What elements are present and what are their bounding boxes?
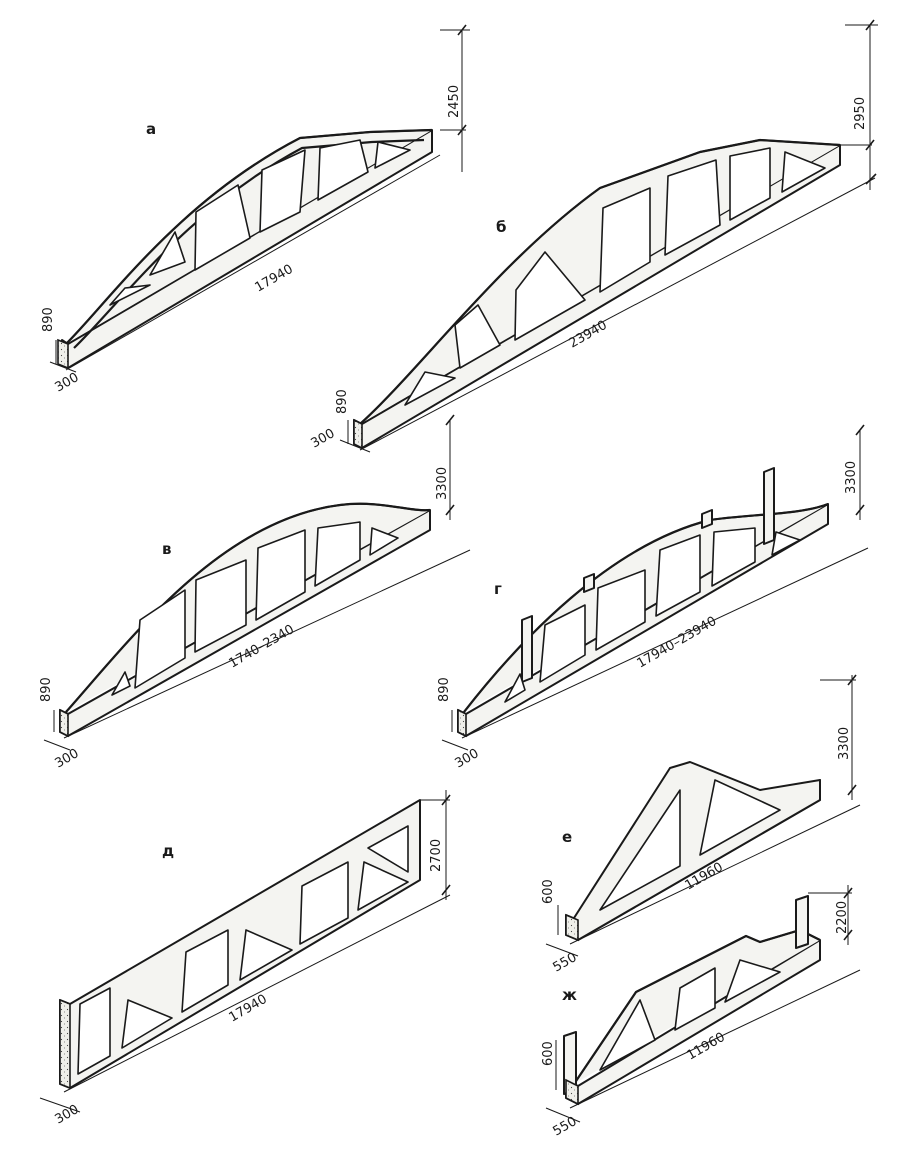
- truss-v: [59, 502, 431, 738]
- height-end-label-zh: 600: [541, 1041, 556, 1066]
- figure-label-g: г: [494, 580, 502, 598]
- width-label-v: 300: [53, 746, 82, 771]
- length-label-d: 17940: [227, 992, 270, 1026]
- truss-g: [457, 467, 829, 738]
- height-mid-label-v: 3300: [435, 467, 450, 500]
- truss-d: [59, 799, 421, 1090]
- height-end-label-b: 890: [335, 389, 350, 414]
- height-end-label-e: 600: [541, 879, 556, 904]
- figure-label-d: д: [162, 842, 174, 860]
- height-mid-label-g: 3300: [844, 461, 859, 494]
- height-mid-label-a: 2450: [447, 85, 462, 118]
- figure-label-b: б: [496, 218, 506, 236]
- height-mid-label-zh: 2200: [835, 901, 850, 934]
- height-end-label-a: 890: [41, 307, 56, 332]
- width-label-d: 300: [53, 1102, 82, 1127]
- height-label-d: 2700: [429, 839, 444, 872]
- width-label-b: 300: [309, 426, 338, 451]
- dimensions-zh: [545, 885, 861, 1123]
- dimensions-v: [43, 414, 471, 751]
- length-label-a: 17940: [253, 262, 296, 296]
- truss-b: [353, 138, 841, 450]
- height-end-label-g: 890: [437, 677, 452, 702]
- width-label-zh: 550: [551, 1114, 580, 1139]
- width-label-a: 300: [53, 370, 82, 395]
- width-label-g: 300: [453, 746, 482, 771]
- truss-e: [565, 761, 821, 942]
- width-label-e: 550: [551, 950, 580, 975]
- height-end-label-v: 890: [39, 677, 54, 702]
- dimensions-b: [339, 19, 878, 453]
- truss-zh: [563, 895, 821, 1106]
- dimensions-d: [39, 790, 451, 1113]
- dimensions-e: [545, 674, 861, 957]
- dimensions-g: [441, 424, 869, 751]
- figure-label-v: в: [162, 540, 172, 558]
- height-mid-label-b: 2950: [853, 97, 868, 130]
- figure-label-e: е: [562, 828, 572, 846]
- dimensions-a: [49, 24, 470, 373]
- figure-label-a: а: [146, 120, 156, 138]
- figure-label-zh: ж: [562, 986, 577, 1004]
- height-mid-label-e: 3300: [837, 727, 852, 760]
- truss-a: [57, 128, 433, 370]
